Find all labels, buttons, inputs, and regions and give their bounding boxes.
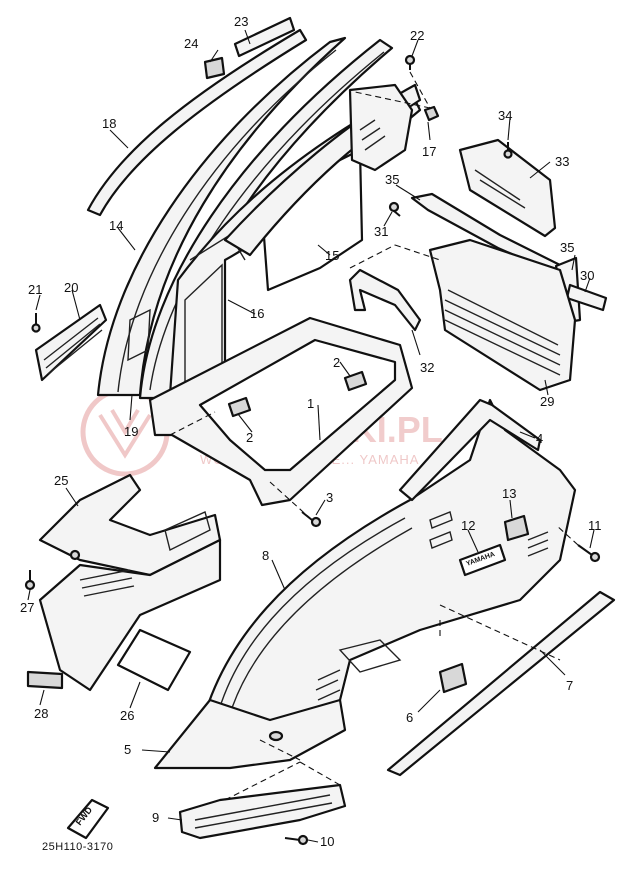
part-22-bolt xyxy=(404,54,416,70)
callout-6: 6 xyxy=(406,710,413,725)
part-5-lower-panel xyxy=(153,698,347,770)
part-28-emblem-plate xyxy=(26,670,64,690)
callout-12: 12 xyxy=(461,518,475,533)
callout-14: 14 xyxy=(109,218,123,233)
callout-7: 7 xyxy=(566,678,573,693)
part-11-screw xyxy=(577,544,601,563)
part-33-bracket xyxy=(458,138,557,238)
callout-22: 22 xyxy=(410,28,424,43)
part-17-nut xyxy=(423,105,440,122)
callout-28: 28 xyxy=(34,706,48,721)
callout-17: 17 xyxy=(422,144,436,159)
callout-20: 20 xyxy=(64,280,78,295)
part-25-lower-body xyxy=(38,538,222,692)
callout-25: 25 xyxy=(54,473,68,488)
callout-26: 26 xyxy=(120,708,134,723)
callout-24: 24 xyxy=(184,36,198,51)
callout-23: 23 xyxy=(234,14,248,29)
callout-33: 33 xyxy=(555,154,569,169)
callout-2b: 2 xyxy=(246,430,253,445)
callout-5: 5 xyxy=(124,742,131,757)
callout-18: 18 xyxy=(102,116,116,131)
part-32-bracket xyxy=(348,268,422,332)
part-6-pad xyxy=(438,662,468,694)
callout-35a: 35 xyxy=(385,172,399,187)
callout-11: 11 xyxy=(588,518,602,533)
part-12-emblem: YAMAHA xyxy=(458,543,507,577)
part-21-screw xyxy=(31,313,41,333)
part-7-trim-strip xyxy=(386,590,616,777)
callout-35b: 35 xyxy=(560,240,574,255)
part-24-pad xyxy=(203,56,226,80)
callout-4: 4 xyxy=(536,431,543,446)
part-4-side-strip xyxy=(398,398,542,502)
part-31-screw xyxy=(388,201,401,217)
callout-9: 9 xyxy=(152,810,159,825)
callout-2a: 2 xyxy=(333,355,340,370)
callout-13: 13 xyxy=(502,486,516,501)
part-2-pad-b xyxy=(227,396,252,418)
callout-10: 10 xyxy=(320,834,334,849)
callout-27: 27 xyxy=(20,600,34,615)
part-34-screw xyxy=(503,142,513,159)
part-29-grill-box xyxy=(428,238,577,392)
callout-16: 16 xyxy=(250,306,264,321)
part-20-side-plate xyxy=(34,303,108,382)
callout-21: 21 xyxy=(28,282,42,297)
callout-1: 1 xyxy=(307,396,314,411)
callout-29: 29 xyxy=(540,394,554,409)
part-8-vent xyxy=(315,669,341,701)
callout-8: 8 xyxy=(262,548,269,563)
part-9-grill xyxy=(178,783,347,840)
callout-34: 34 xyxy=(498,108,512,123)
part-23-strip xyxy=(233,16,296,58)
part-13-badge xyxy=(503,514,530,542)
callouts: 1 2 2 3 4 5 6 7 8 9 10 11 12 13 14 15 16… xyxy=(20,14,602,849)
part-26-panel xyxy=(116,628,192,692)
callout-15: 15 xyxy=(325,248,339,263)
callout-19: 19 xyxy=(124,424,138,439)
leader-lines xyxy=(27,29,595,843)
part-17-top-frame xyxy=(348,83,414,172)
fwd-arrow-icon: FWD xyxy=(66,798,110,840)
callout-30: 30 xyxy=(580,268,594,283)
callout-31: 31 xyxy=(374,224,388,239)
callout-3: 3 xyxy=(326,490,333,505)
part-8-rear-body xyxy=(193,398,577,762)
part-18-molding xyxy=(86,28,308,217)
callout-32: 32 xyxy=(420,360,434,375)
alignment-lines xyxy=(169,71,579,801)
part-2-pad-a xyxy=(343,370,368,392)
diagram-code: 25H110-3170 xyxy=(42,841,113,853)
part-10-screw xyxy=(284,834,309,846)
part-27-screw xyxy=(24,570,36,591)
